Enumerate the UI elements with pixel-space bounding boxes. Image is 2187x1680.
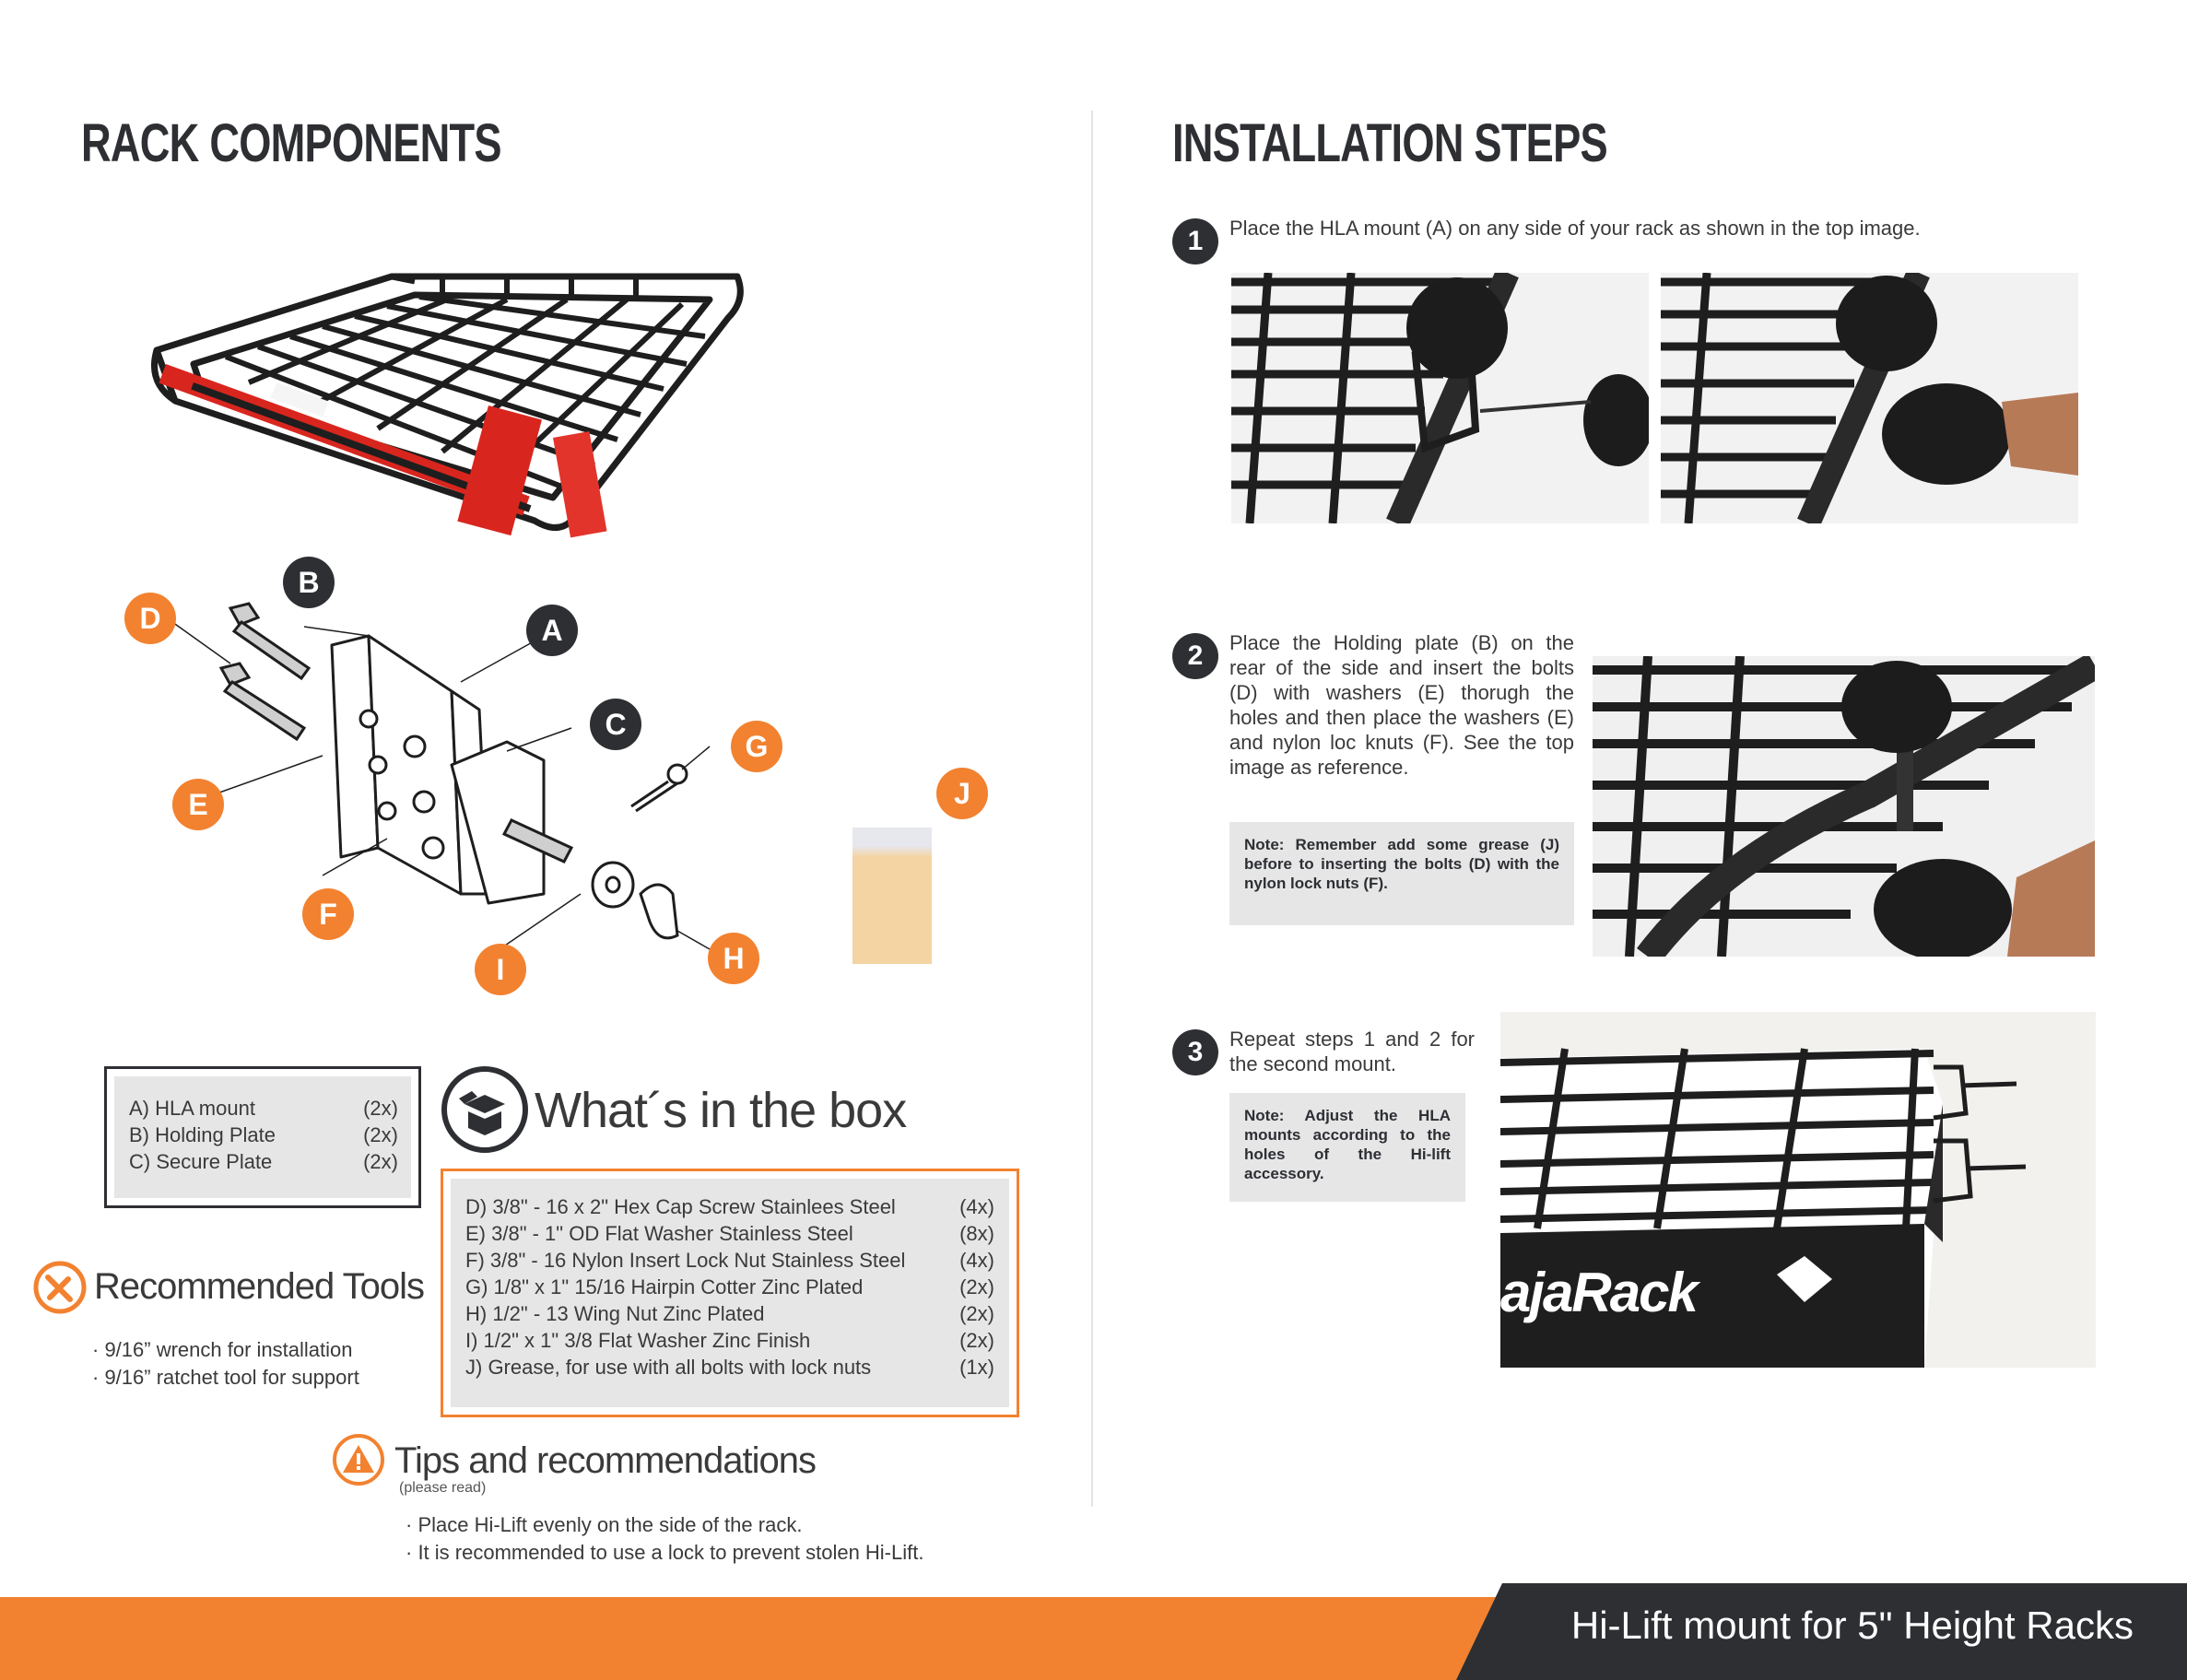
components-box: A) HLA mount(2x) B) Holding Plate(2x) C)… — [104, 1066, 421, 1208]
left-title: RACK COMPONENTS — [81, 113, 502, 173]
tools-icon — [33, 1261, 87, 1314]
component-row: A) HLA mount(2x) — [129, 1097, 398, 1120]
whats-in-box-title: What´s in the box — [535, 1083, 907, 1138]
step-1-photo-left — [1231, 273, 1649, 523]
tool-item: · 9/16” ratchet tool for support — [92, 1366, 359, 1389]
tools-title: Recommended Tools — [94, 1266, 425, 1307]
box-icon — [441, 1065, 529, 1154]
step-3-number: 3 — [1172, 1029, 1218, 1075]
callout-f: F — [302, 888, 354, 940]
tips-title: Tips and recommendations — [394, 1440, 817, 1481]
step-2-note: Note: Remember add some grease (J) befor… — [1229, 822, 1574, 925]
brand-logo-text: ajaRack — [1500, 1262, 1699, 1323]
right-title: INSTALLATION STEPS — [1172, 113, 1608, 173]
tip-item: · It is recommended to use a lock to pre… — [406, 1541, 924, 1564]
box-item-row: F) 3/8" - 16 Nylon Insert Lock Nut Stain… — [465, 1249, 994, 1272]
callout-e: E — [172, 779, 224, 830]
tool-item: · 9/16” wrench for installation — [92, 1338, 353, 1361]
box-item-row: E) 3/8" - 1" OD Flat Washer Stainless St… — [465, 1222, 994, 1245]
rack-illustration — [138, 263, 765, 548]
callout-g: G — [731, 721, 782, 772]
exploded-diagram — [138, 590, 783, 995]
footer-title: Hi-Lift mount for 5" Height Racks — [1570, 1604, 2134, 1647]
step-3-note: Note: Adjust the HLA mounts according to… — [1229, 1093, 1465, 1202]
tools-list: · 9/16” wrench for installation · 9/16” … — [92, 1336, 359, 1392]
tips-subtitle: (please read) — [399, 1480, 487, 1496]
step-1-photo-right — [1661, 273, 2078, 523]
step-3-text: Repeat steps 1 and 2 for the second moun… — [1229, 1028, 1475, 1075]
component-row: C) Secure Plate(2x) — [129, 1150, 398, 1173]
footer-title-block — [1456, 1583, 2187, 1680]
step-1-number: 1 — [1172, 218, 1218, 264]
callout-d: D — [124, 593, 176, 644]
box-item-row: J) Grease, for use with all bolts with l… — [465, 1356, 994, 1379]
step-3-photo: ajaRack — [1500, 1012, 2096, 1368]
callout-i: I — [475, 944, 526, 995]
callout-c: C — [590, 699, 641, 750]
step-2-text: Place the Holding plate (B) on the rear … — [1229, 631, 1574, 779]
step-2-number: 2 — [1172, 633, 1218, 679]
warning-icon — [332, 1433, 385, 1486]
callout-j: J — [936, 768, 988, 819]
callout-a: A — [526, 605, 578, 656]
step-2-photo — [1593, 656, 2095, 957]
box-item-row: G) 1/8" x 1" 15/16 Hairpin Cotter Zinc P… — [465, 1275, 994, 1298]
whats-in-box-list: D) 3/8" - 16 x 2" Hex Cap Screw Stainlee… — [441, 1169, 1019, 1417]
box-item-row: H) 1/2" - 13 Wing Nut Zinc Plated(2x) — [465, 1302, 994, 1325]
tips-list: · Place Hi-Lift evenly on the side of th… — [406, 1511, 923, 1567]
step-1-text: Place the HLA mount (A) on any side of y… — [1229, 217, 1921, 240]
tip-item: · Place Hi-Lift evenly on the side of th… — [406, 1513, 803, 1536]
column-divider — [1091, 111, 1093, 1507]
component-row: B) Holding Plate(2x) — [129, 1123, 398, 1146]
callout-b: B — [283, 557, 335, 608]
box-item-row: D) 3/8" - 16 x 2" Hex Cap Screw Stainlee… — [465, 1195, 994, 1218]
grease-packet-image — [852, 828, 932, 964]
box-item-row: I) 1/2" x 1" 3/8 Flat Washer Zinc Finish… — [465, 1329, 994, 1352]
callout-h: H — [708, 933, 759, 984]
